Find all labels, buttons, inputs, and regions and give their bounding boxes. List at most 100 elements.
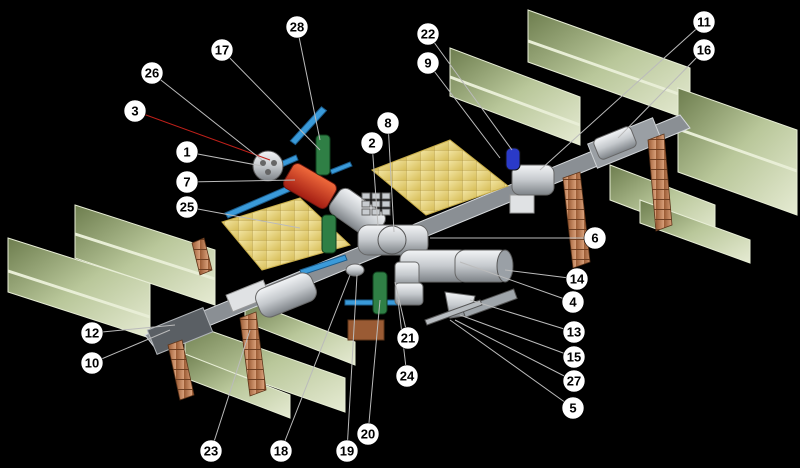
radiator-small: [191, 237, 213, 276]
callout-line-20: [367, 299, 381, 435]
callout-25: 25: [175, 195, 199, 219]
callout-number: 25: [180, 200, 194, 215]
callout-number: 22: [421, 27, 435, 42]
radiator-lower: [239, 311, 267, 397]
gold-arrays: [221, 139, 510, 271]
callout-18: 18: [269, 439, 293, 463]
blue-panel-2: [289, 106, 328, 146]
callout-number: 21: [401, 331, 415, 346]
callout-6: 6: [583, 226, 607, 250]
callout-20: 20: [356, 422, 380, 446]
callout-circle: [692, 38, 716, 62]
callout-circle: [285, 15, 309, 39]
callout-9: 9: [416, 51, 440, 75]
callout-circle: [416, 51, 440, 75]
callout-number: 14: [570, 272, 585, 287]
callout-number: 28: [290, 20, 304, 35]
callout-number: 12: [85, 326, 99, 341]
module-columbus: [511, 164, 555, 196]
callout-line-26: [151, 72, 263, 161]
solar-array-right-2: [449, 47, 581, 146]
callout-circle: [269, 439, 293, 463]
callout-number: 16: [697, 43, 711, 58]
radiators: [167, 133, 673, 401]
callout-number: 26: [145, 66, 159, 81]
callout-number: 23: [204, 444, 218, 459]
callout-19: 19: [335, 439, 359, 463]
docking-port-lower: [345, 263, 365, 277]
callout-27: 27: [562, 369, 586, 393]
module-left-segment: [255, 272, 317, 318]
callout-line-22: [427, 33, 513, 151]
callout-lines: [91, 21, 705, 452]
robot-arm: [461, 288, 518, 318]
gold-array-right: [371, 139, 510, 216]
callout-circle: [562, 369, 586, 393]
callout-circle: [123, 99, 147, 123]
callout-circle: [175, 170, 199, 194]
solar-array-right-2-seam: [449, 75, 581, 127]
callout-line-7: [186, 179, 296, 183]
callout-16: 16: [692, 38, 716, 62]
callout-circle: [175, 140, 199, 164]
callout-4: 4: [561, 290, 585, 314]
callout-number: 15: [567, 350, 581, 365]
station-modules: [252, 126, 637, 341]
callout-3: 3: [123, 99, 147, 123]
callout-line-4: [459, 261, 574, 303]
callout-circle: [692, 10, 716, 34]
callout-number: 8: [384, 116, 391, 131]
callout-circle: [335, 439, 359, 463]
module-cupola: [394, 282, 424, 306]
callout-circle: [583, 226, 607, 250]
callout-line-2: [371, 142, 379, 227]
exposed-pallet: [424, 299, 483, 326]
callout-line-3: [134, 110, 271, 161]
callout-14: 14: [565, 267, 589, 291]
callout-line-15: [459, 314, 575, 358]
module-green-upper: [315, 134, 331, 176]
grid-box: [361, 192, 391, 216]
callout-line-1: [186, 151, 263, 167]
callout-23: 23: [199, 439, 223, 463]
callout-number: 4: [569, 295, 577, 310]
callout-number: 27: [567, 374, 581, 389]
callout-line-9: [427, 62, 501, 159]
callout-number: 11: [697, 15, 711, 30]
callout-circle: [80, 321, 104, 345]
callout-line-12: [91, 324, 176, 334]
radiator-right: [647, 133, 673, 232]
callout-13: 13: [562, 320, 586, 344]
callout-line-16: [617, 49, 705, 139]
radiator-left: [167, 339, 195, 401]
callout-circle: [565, 267, 589, 291]
callout-circle: [80, 351, 104, 375]
callout-28: 28: [285, 15, 309, 39]
module-green-mid: [321, 214, 337, 254]
callout-line-11: [539, 21, 705, 171]
callout-line-14: [504, 269, 578, 280]
callout-line-18: [280, 274, 351, 452]
callout-number: 5: [569, 401, 576, 416]
solar-array-left-1-seam: [7, 269, 151, 319]
callout-circle: [376, 111, 400, 135]
callout-10: 10: [80, 351, 104, 375]
callout-circle: [210, 38, 234, 62]
callout-number: 3: [131, 104, 138, 119]
callout-line-27: [454, 319, 575, 382]
blue-panel-3: [329, 161, 353, 175]
callout-line-8: [387, 122, 395, 233]
callout-2: 2: [360, 131, 384, 155]
callout-circle: [360, 131, 384, 155]
callout-line-5: [449, 319, 574, 409]
callout-circle: [395, 364, 419, 388]
callout-26: 26: [140, 61, 164, 85]
callout-7: 7: [175, 170, 199, 194]
callout-circle: [561, 396, 585, 420]
node-unity: [377, 225, 407, 255]
module-right-segment: [593, 126, 637, 160]
callout-line-19: [346, 274, 358, 452]
callout-15: 15: [562, 345, 586, 369]
